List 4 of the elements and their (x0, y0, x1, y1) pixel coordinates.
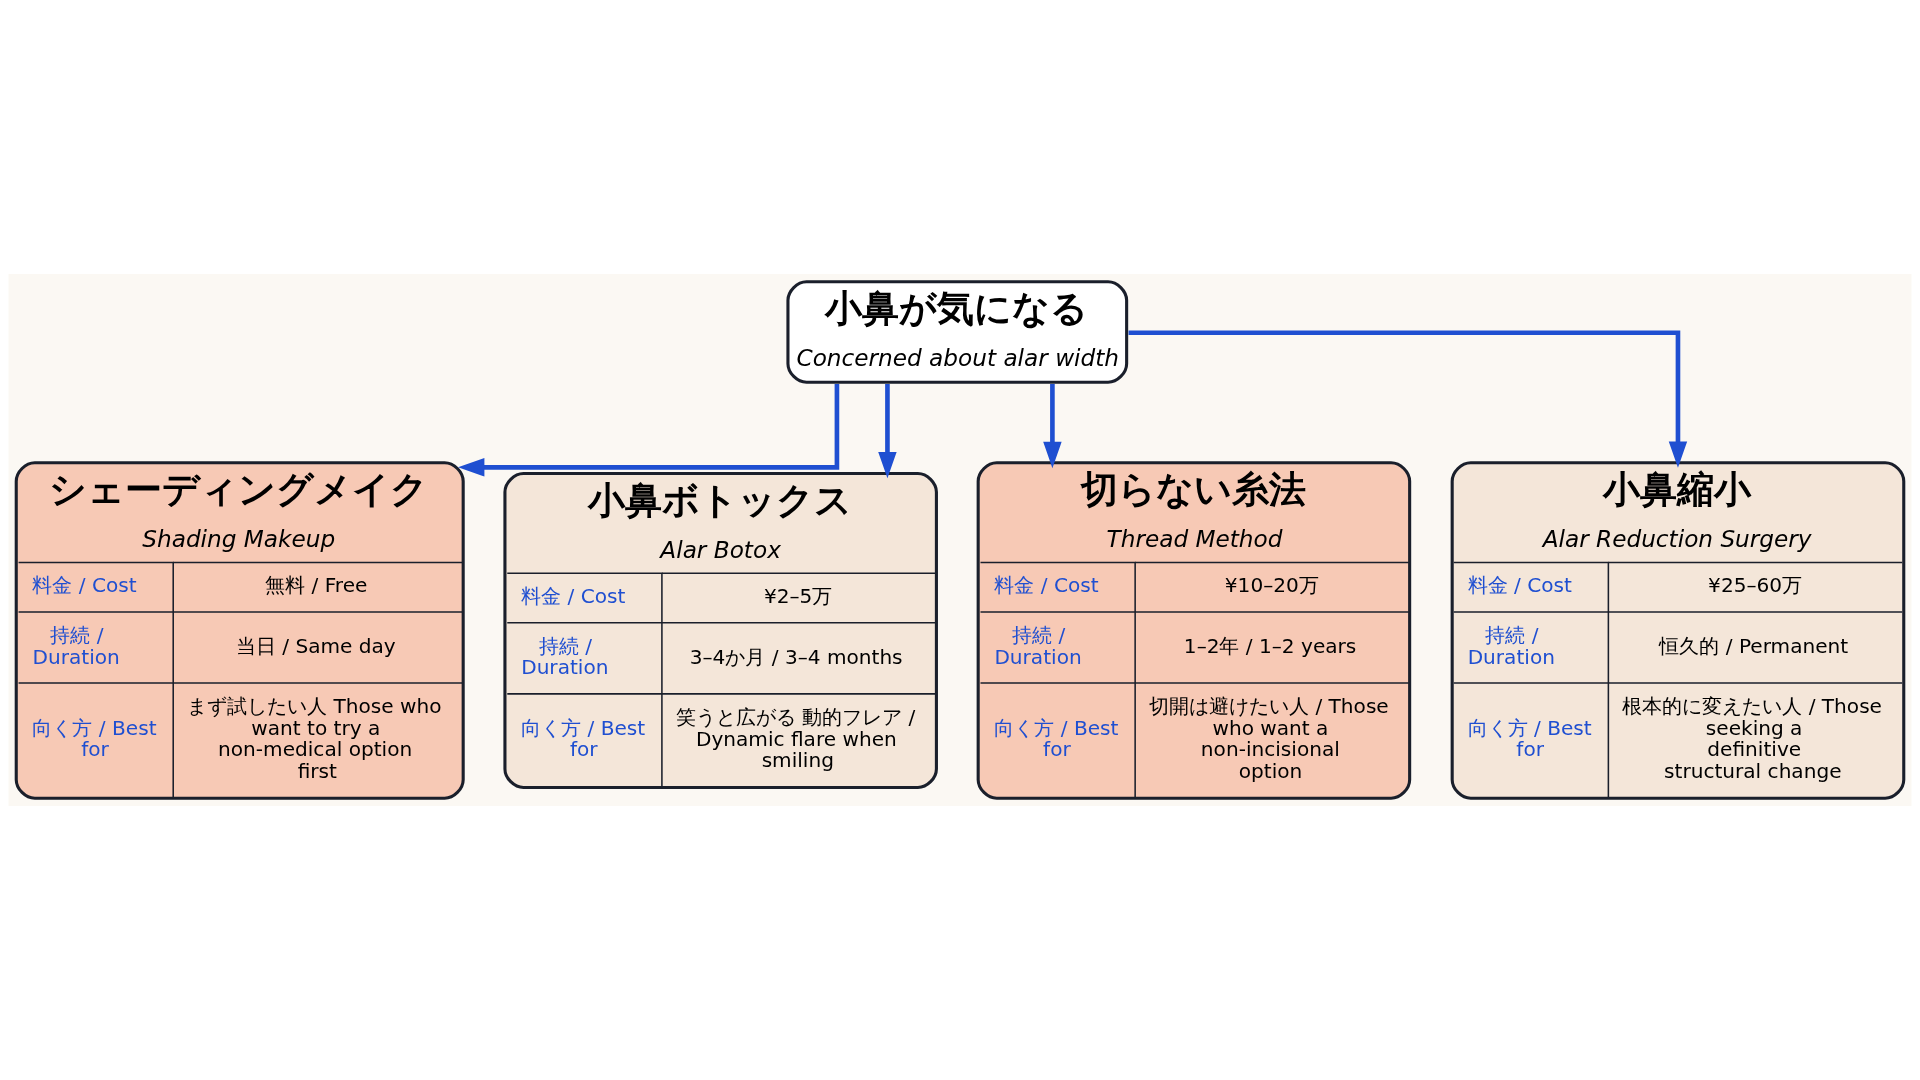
arrow (1128, 330, 1688, 468)
arrow (878, 384, 897, 479)
arrow (458, 383, 840, 477)
arrow (1043, 384, 1062, 469)
